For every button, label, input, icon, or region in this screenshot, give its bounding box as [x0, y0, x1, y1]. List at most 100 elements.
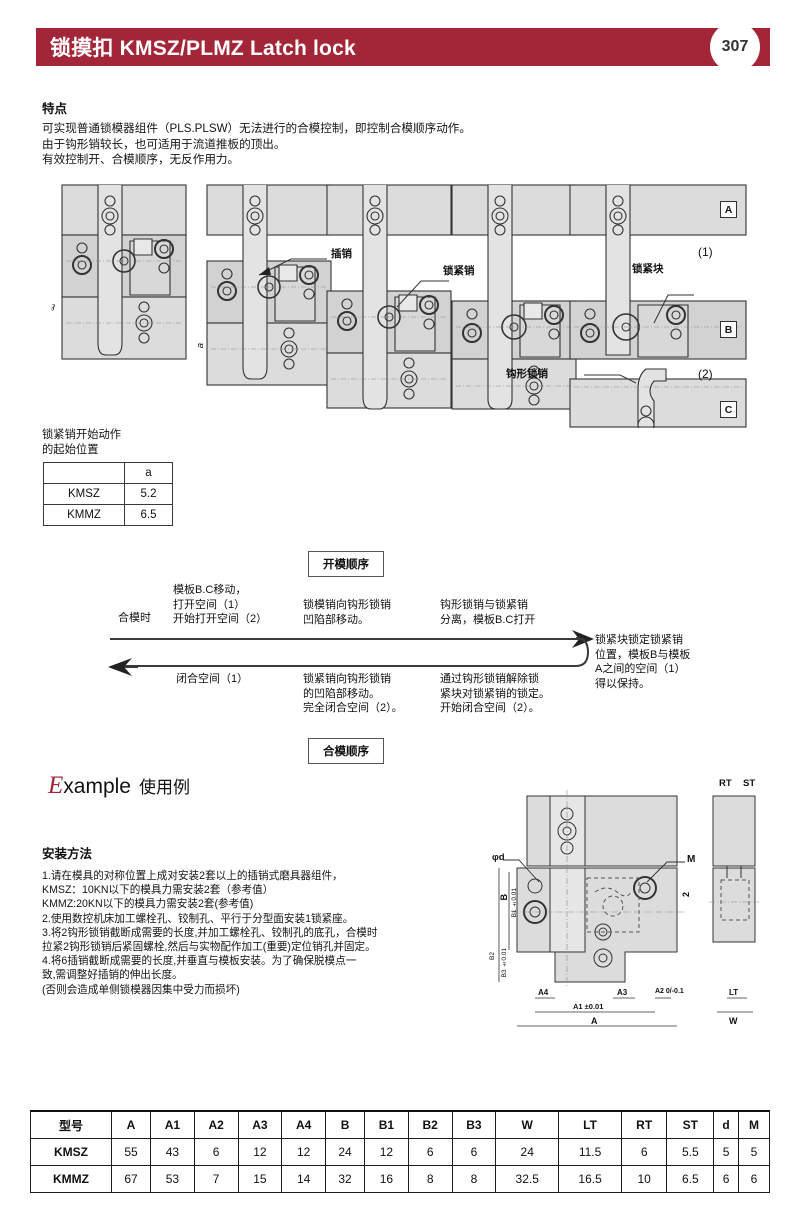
diagram-step-3: 锁紧销	[325, 183, 475, 413]
specification-table: 型号 A A1 A2 A3 A4 B B1 B2 B3 W LT RT ST d…	[30, 1110, 771, 1193]
dim-label-b: B	[499, 894, 509, 901]
spec-r1-c8: 8	[407, 1165, 453, 1193]
dim-label-b2: B2	[489, 952, 496, 960]
features-section: 特点 可实现普通锁模器组件（PLS.PLSW）无法进行的合模控制，即控制合模顺序…	[42, 98, 562, 168]
spec-r0-c1: 55	[110, 1138, 152, 1166]
spec-col-9: B3	[451, 1110, 497, 1139]
close-sequence-arrow	[108, 658, 138, 676]
close-sequence-label: 合模顺序	[308, 738, 384, 764]
a-table-model-kmmz: KMMZ	[43, 504, 125, 526]
page-title-cn: 锁摸扣	[50, 37, 114, 60]
dim-label-phi-d: φd	[492, 852, 505, 863]
diagram-step-2: a 插销	[195, 183, 352, 413]
page-header: 锁摸扣 KMSZ/PLMZ Latch lock 307	[30, 22, 770, 72]
dim-label-m: M	[687, 854, 696, 865]
spec-col-1: A	[110, 1110, 152, 1139]
spec-r0-c7: 12	[364, 1138, 409, 1166]
spec-r1-c4: 15	[237, 1165, 283, 1193]
spec-r1-c9: 8	[451, 1165, 497, 1193]
spec-col-0: 型号	[30, 1110, 112, 1139]
spec-col-2: A1	[150, 1110, 195, 1139]
spec-r0-c4: 12	[237, 1138, 283, 1166]
open-step-2: 锁模销向钩形锁销 凹陷部移动。	[303, 599, 391, 626]
spec-r1-c3: 7	[193, 1165, 239, 1193]
spec-row-0-model: KMSZ	[30, 1138, 112, 1166]
example-heading-cn: 使用例	[138, 778, 190, 797]
spec-r1-c7: 16	[364, 1165, 409, 1193]
spec-r0-c11: 11.5	[558, 1138, 622, 1166]
sequence-return-path	[124, 637, 590, 667]
dim-label-a: A	[591, 1016, 598, 1026]
dim-label-lt: LT	[729, 988, 739, 997]
sequence-note: 锁紧块锁定锁紧销 位置，模板B与模板 A之间的空间（1） 得以保持。	[595, 634, 691, 690]
step-marker-2: (2)	[698, 367, 713, 381]
dim-label-st: ST	[743, 778, 756, 789]
spec-r0-c5: 12	[281, 1138, 327, 1166]
spec-col-15: M	[737, 1110, 771, 1139]
spec-col-7: B1	[364, 1110, 409, 1139]
callout-gouxing-suoxiao: 钩形锁销	[506, 368, 548, 380]
a-table-corner	[43, 462, 125, 484]
spec-col-14: d	[713, 1110, 739, 1139]
spec-r1-c1: 67	[110, 1165, 152, 1193]
a-table-model-kmsz: KMSZ	[43, 483, 125, 505]
table-row: KMMZ 67 53 7 15 14 32 16 8 8 32.5 16.5 1…	[30, 1165, 771, 1193]
dimension-a-label: a	[195, 343, 206, 349]
open-sequence-label: 开模顺序	[308, 551, 384, 577]
a-dimension-table: a KMSZ 5.2 KMMZ 6.5	[43, 462, 173, 526]
plate-label-b: B	[720, 321, 737, 338]
features-body: 可实现普通锁模器组件（PLS.PLSW）无法进行的合模控制，即控制合模顺序动作。…	[42, 122, 471, 166]
dim-label-w: W	[729, 1016, 738, 1026]
a-table-header-a: a	[124, 462, 173, 484]
spec-col-11: LT	[558, 1110, 622, 1139]
dim-label-a3: A3	[617, 988, 628, 997]
spec-r1-c12: 10	[620, 1165, 668, 1193]
spec-r1-c10: 32.5	[495, 1165, 560, 1193]
plate-label-c: C	[720, 401, 737, 418]
spec-col-6: B	[325, 1110, 366, 1139]
dim-label-a2: A2 0/-0.1	[655, 988, 684, 995]
spec-r0-c8: 6	[407, 1138, 453, 1166]
spec-r1-c6: 32	[325, 1165, 366, 1193]
installation-body: 1.请在模具的对称位置上成对安装2套以上的插销式磨具器组件， KMSZ：10KN…	[42, 870, 378, 996]
page-title-en: KMSZ/PLMZ Latch lock	[119, 37, 356, 60]
spec-col-13: ST	[666, 1110, 715, 1139]
diagram-step-5: 锁紧块 钩形锁销 A B C (1) (2)	[506, 183, 748, 428]
dim-label-b1: B1 ±0.01	[511, 888, 518, 918]
page-title: 锁摸扣 KMSZ/PLMZ Latch lock	[50, 32, 356, 62]
close-step-2: 通过钩形锁销解除锁 紧块对锁紧销的锁定。 开始闭合空间（2）。	[440, 673, 550, 714]
a-table-value-kmsz: 5.2	[124, 483, 173, 505]
spec-col-12: RT	[620, 1110, 668, 1139]
spec-r0-c10: 24	[495, 1138, 560, 1166]
diagram-step-1: ℓ	[48, 183, 188, 413]
table-row: a	[43, 462, 173, 484]
table-row: KMMZ 6.5	[43, 504, 173, 526]
spec-r1-c15: 6	[737, 1165, 771, 1193]
plate-label-a: A	[720, 201, 737, 218]
technical-drawing: RT ST M 2 φd B B1 ±0.01 B2 B3 ±0.01 A4 A…	[489, 778, 795, 1062]
dim-label-rt: RT	[719, 778, 732, 789]
spec-col-3: A2	[193, 1110, 239, 1139]
a-table-value-kmmz: 6.5	[124, 504, 173, 526]
spec-r0-c15: 5	[737, 1138, 771, 1166]
spec-col-4: A3	[237, 1110, 283, 1139]
installation-section: 安装方法 1.请在模具的对称位置上成对安装2套以上的插销式磨具器组件， KMSZ…	[42, 843, 442, 997]
dim-label-a4: A4	[538, 988, 549, 997]
spec-col-10: W	[495, 1110, 560, 1139]
spec-col-8: B2	[407, 1110, 453, 1139]
dim-label-b3: B3 ±0.01	[501, 948, 508, 978]
close-step-0: 闭合空间（1）	[176, 673, 249, 685]
spec-r1-c11: 16.5	[558, 1165, 622, 1193]
header-accent-bar	[30, 28, 36, 66]
open-step-3: 钩形锁销与锁紧销 分离，模板B.C打开	[440, 599, 536, 626]
open-step-1: 模板B.C移动， 打开空间（1） 开始打开空间（2）	[173, 584, 268, 625]
spec-r0-c14: 5	[713, 1138, 739, 1166]
spec-r1-c13: 6.5	[666, 1165, 715, 1193]
dim-label-a1: A1 ±0.01	[573, 1002, 604, 1011]
example-heading-rest: xample	[63, 775, 131, 798]
open-sequence-line	[110, 638, 580, 640]
installation-heading: 安装方法	[42, 847, 93, 861]
spec-r0-c6: 24	[325, 1138, 366, 1166]
